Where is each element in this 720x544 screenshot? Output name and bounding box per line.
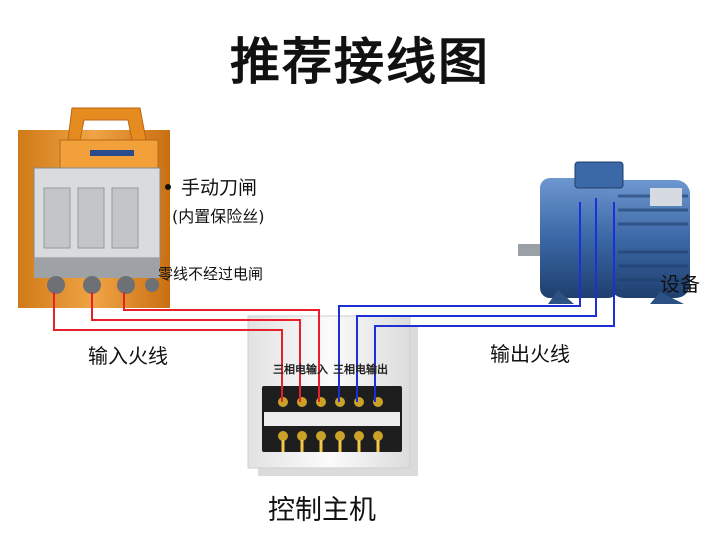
input-wire-3 bbox=[123, 292, 320, 402]
switch-label: 手动刀闸 bbox=[181, 177, 258, 199]
input-wire-1 bbox=[53, 292, 283, 402]
knife-switch bbox=[18, 107, 170, 308]
device-label: 设备 bbox=[660, 272, 700, 296]
output-wires bbox=[338, 198, 615, 402]
switch-label-row: 手动刀闸 bbox=[165, 173, 257, 200]
output-wire-2 bbox=[356, 198, 597, 402]
terminal-label-output: 三相电输出 bbox=[333, 363, 388, 376]
output-wire-label: 输出火线 bbox=[490, 342, 570, 366]
input-wire-2 bbox=[91, 292, 301, 402]
input-wire-label: 输入火线 bbox=[88, 344, 168, 368]
diagram-title: 推荐接线图 bbox=[230, 33, 490, 91]
terminal-label-input: 三相电输入 bbox=[273, 363, 328, 376]
control-host-label: 控制主机 bbox=[268, 495, 376, 526]
output-wire-3 bbox=[374, 202, 615, 402]
switch-sublabel: (内置保险丝) bbox=[172, 207, 265, 226]
bullet-dot bbox=[165, 183, 171, 190]
input-wires bbox=[53, 292, 320, 402]
control-host bbox=[247, 315, 418, 476]
neutral-note: 零线不经过电闸 bbox=[158, 265, 264, 283]
output-wire-1 bbox=[338, 202, 581, 402]
